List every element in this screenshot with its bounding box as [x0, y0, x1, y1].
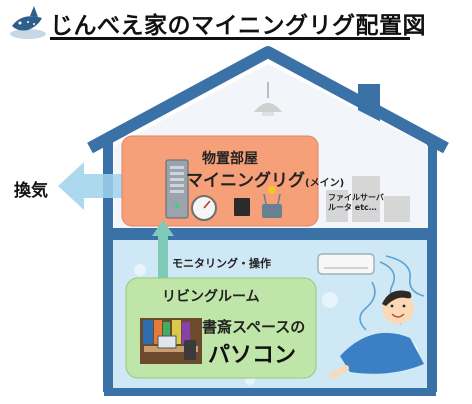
person-relaxing-icon	[329, 290, 424, 379]
hdd-device	[234, 198, 250, 216]
mining-rig-name: マイニングリグ	[186, 171, 305, 191]
pc-label-big: パソコン	[208, 343, 297, 368]
server-label-line2: ルータ etc…	[328, 203, 377, 212]
ventilation-label: 換気	[14, 181, 48, 201]
ceiling-lamp-icon	[254, 82, 282, 116]
monitoring-label: モニタリング・操作	[172, 257, 271, 270]
server-tower-icon	[165, 159, 189, 219]
living-room-title: リビングルーム	[162, 289, 260, 305]
server-label-line1: ファイルサーバ	[328, 193, 384, 202]
mining-rig-sub: (メイン)	[305, 178, 345, 189]
study-desk-scene	[140, 318, 202, 364]
rig-room-title: 物置部屋	[202, 151, 258, 167]
study-pc-label: 書斎スペースの	[202, 318, 306, 336]
storage-shelves	[326, 176, 410, 222]
title-underline	[50, 37, 410, 40]
page-title: じんべえ家のマイニングリグ配置図	[50, 13, 426, 39]
floor-slab	[112, 228, 430, 240]
air-conditioner-icon	[317, 253, 375, 275]
router-icon	[262, 186, 282, 218]
monitoring-arrow	[152, 220, 174, 294]
server-label: ファイルサーバ ルータ etc…	[328, 193, 384, 213]
mining-rig-label: マイニングリグ(メイン)	[186, 166, 344, 191]
pressure-gauge-icon	[191, 195, 217, 221]
whale-shark-logo-icon	[10, 6, 46, 39]
